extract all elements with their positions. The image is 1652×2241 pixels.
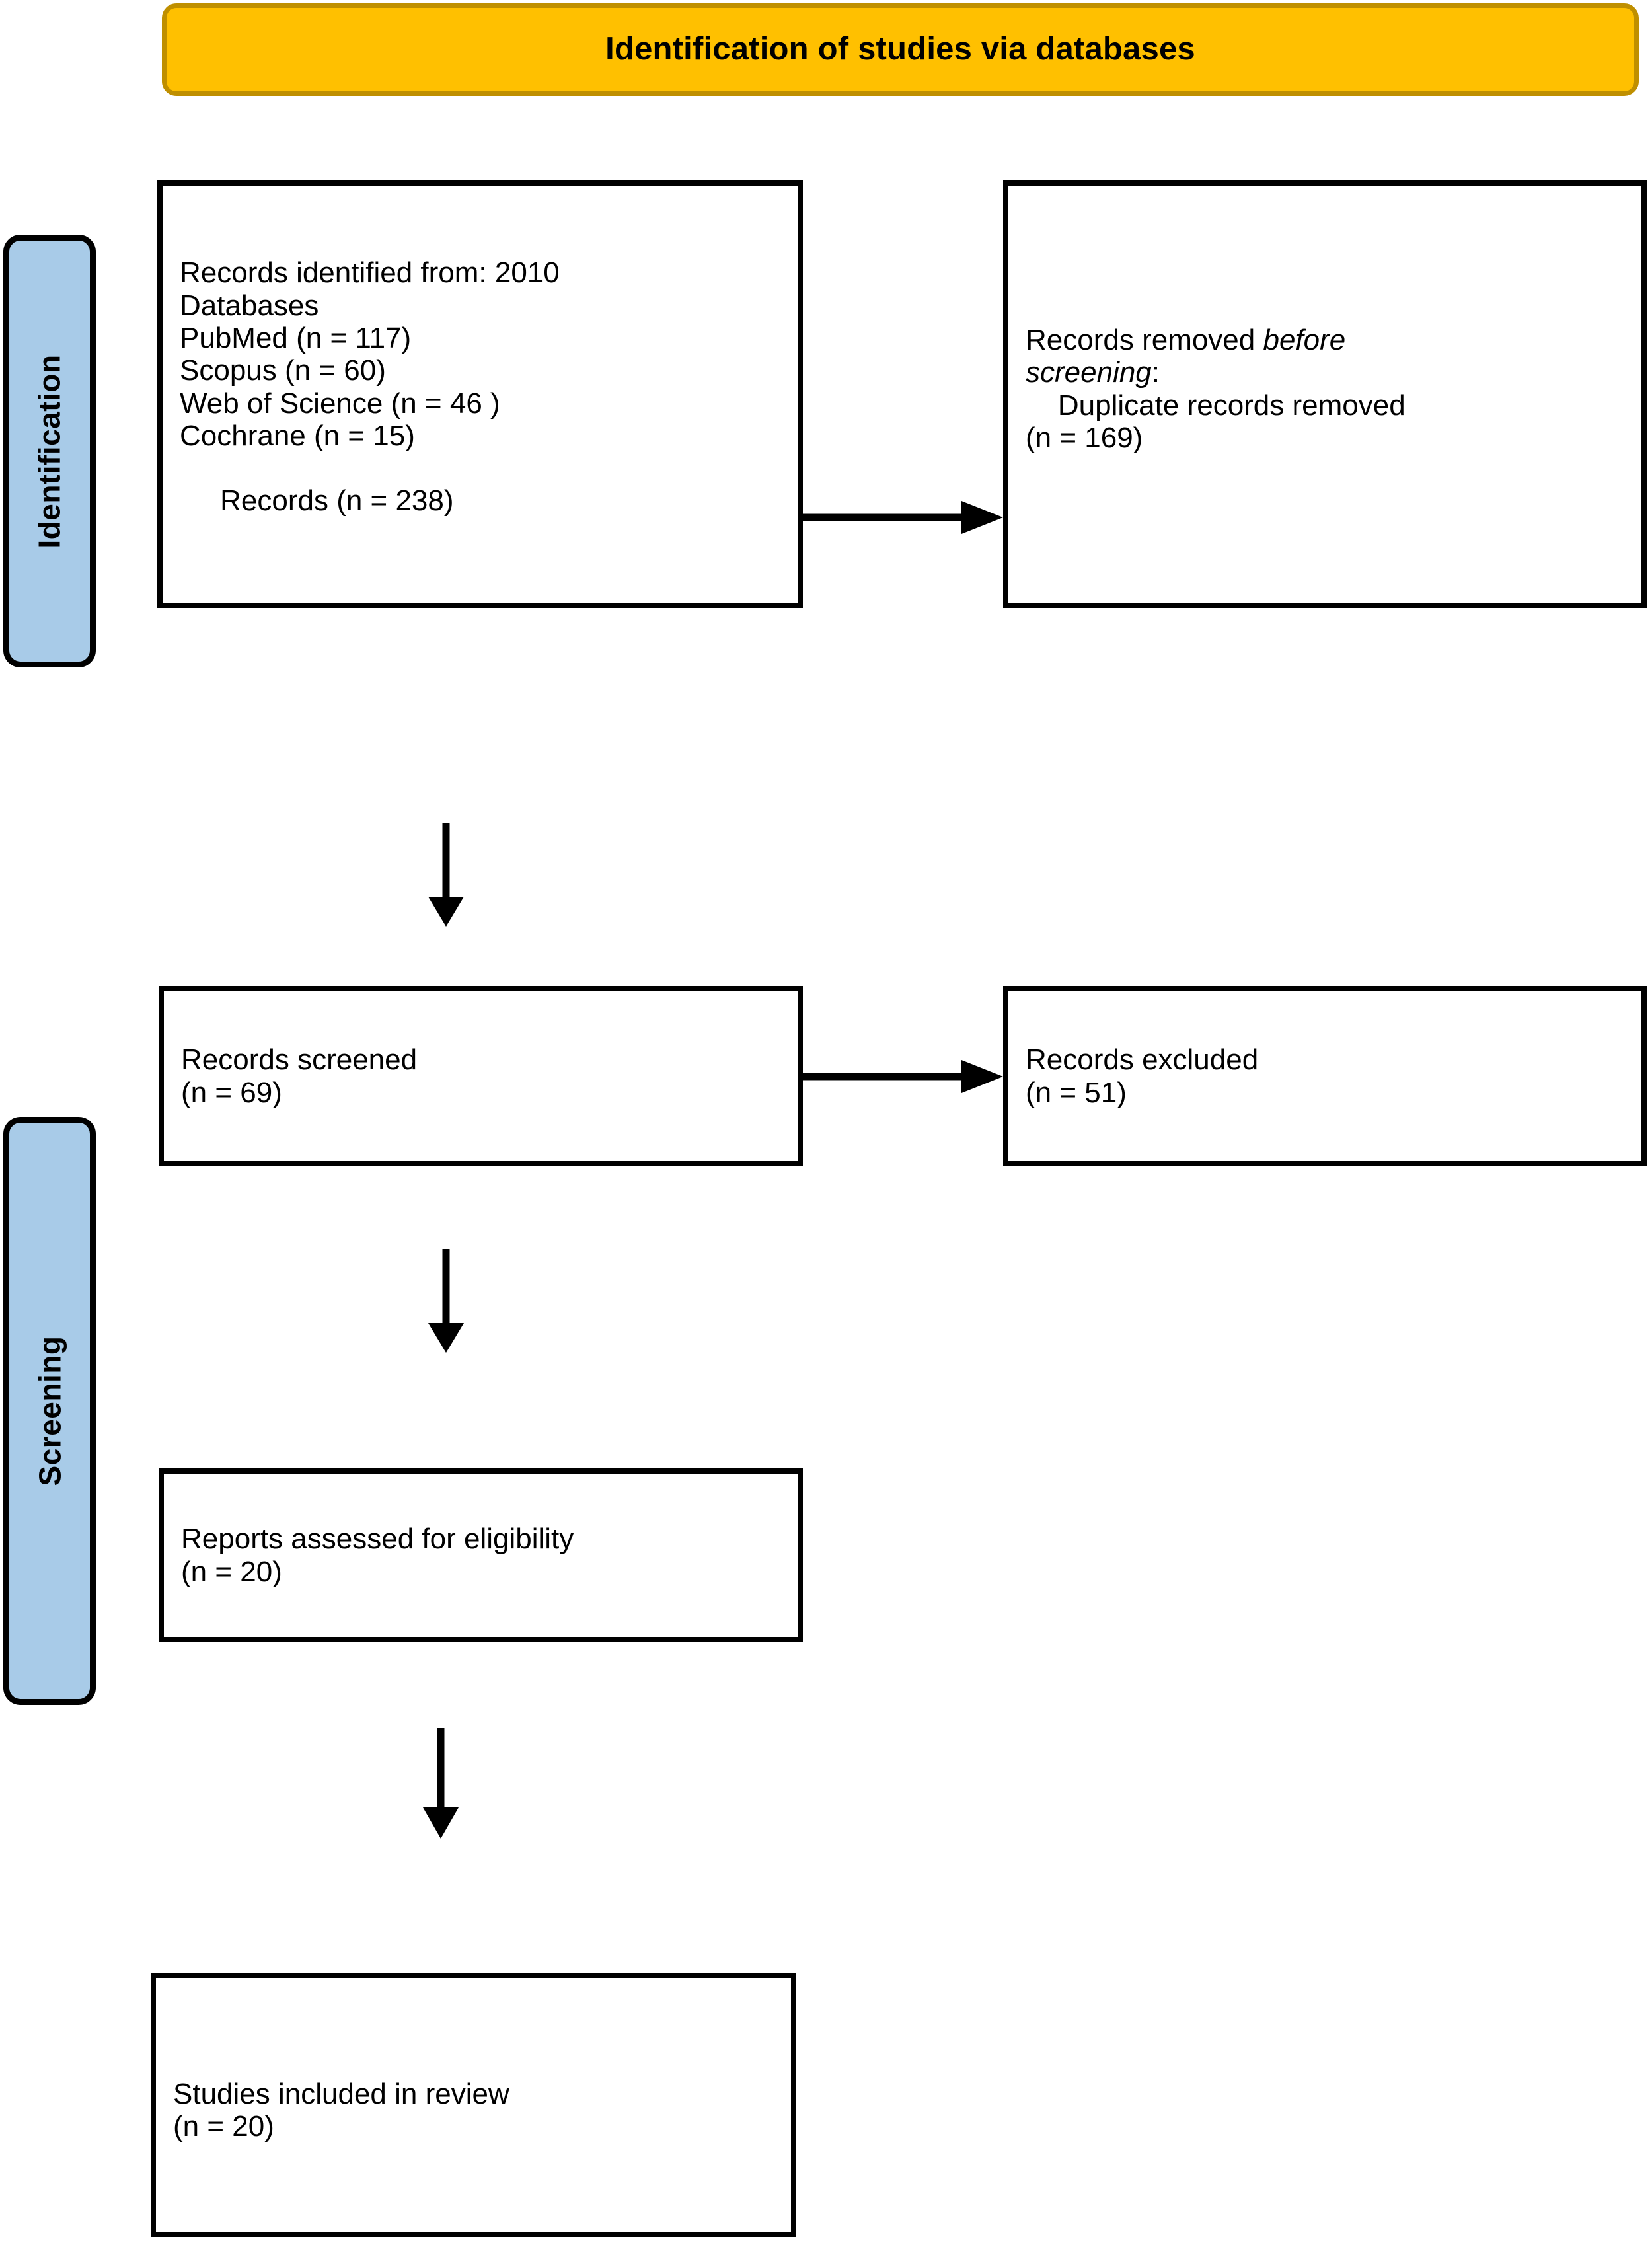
studies-included-label: Studies included in review — [173, 2077, 509, 2110]
box-studies-included: Studies included in review (n = 20) — [151, 1973, 796, 2237]
records-identified-line-5: Web of Science (n = 46 ) — [180, 387, 500, 420]
records-excluded-label: Records excluded — [1026, 1044, 1259, 1077]
arrow-screened-to-eligibility — [428, 1249, 464, 1353]
arrow-identified-to-screened — [428, 823, 464, 927]
box-reports-assessed-text: Reports assessed for eligibility (n = 20… — [164, 1523, 798, 1588]
banner-title: Identification of studies via databases — [605, 31, 1195, 67]
studies-included-count: (n = 20) — [173, 2110, 274, 2143]
records-screened-count: (n = 69) — [181, 1076, 282, 1109]
stage-label-identification: Identification — [32, 354, 67, 549]
records-excluded-count: (n = 51) — [1026, 1076, 1127, 1109]
records-identified-line-2: Databases — [180, 289, 319, 322]
box-records-removed: Records removed before screening: Duplic… — [1003, 180, 1647, 608]
records-identified-line-3: PubMed (n = 117) — [180, 321, 412, 354]
stage-label-screening: Screening — [32, 1336, 67, 1486]
stage-bar-identification: Identification — [3, 235, 96, 667]
box-records-excluded-text: Records excluded (n = 51) — [1008, 1044, 1641, 1109]
box-records-removed-text: Records removed before screening: Duplic… — [1008, 324, 1641, 454]
box-reports-assessed-eligibility: Reports assessed for eligibility (n = 20… — [159, 1468, 803, 1642]
records-removed-prefix: Records removed — [1026, 323, 1263, 356]
records-identified-total: Records (n = 238) — [180, 484, 454, 517]
records-removed-duplicate-label: Duplicate records removed — [1026, 389, 1406, 422]
identification-banner: Identification of studies via databases — [162, 3, 1639, 96]
box-records-screened-text: Records screened (n = 69) — [164, 1044, 798, 1109]
arrow-screened-to-excluded — [803, 1060, 1003, 1093]
arrow-eligibility-to-included — [423, 1728, 459, 1839]
arrow-identified-to-removed — [803, 501, 1003, 534]
reports-assessed-label: Reports assessed for eligibility — [181, 1523, 574, 1556]
records-identified-line-4: Scopus (n = 60) — [180, 354, 386, 387]
box-records-excluded: Records excluded (n = 51) — [1003, 986, 1647, 1166]
records-identified-line-1: Records identified from: 2010 — [180, 256, 560, 289]
box-records-identified-text: Records identified from: 2010 Databases … — [163, 256, 798, 517]
box-studies-included-text: Studies included in review (n = 20) — [156, 2078, 791, 2143]
reports-assessed-count: (n = 20) — [181, 1555, 282, 1588]
box-records-identified: Records identified from: 2010 Databases … — [157, 180, 803, 608]
records-identified-line-6: Cochrane (n = 15) — [180, 419, 415, 452]
box-records-screened: Records screened (n = 69) — [159, 986, 803, 1166]
records-removed-count: (n = 169) — [1026, 421, 1143, 454]
records-screened-label: Records screened — [181, 1044, 418, 1077]
stage-bar-screening: Screening — [3, 1117, 96, 1705]
records-removed-colon: : — [1151, 356, 1160, 389]
records-removed-italic-screening: screening — [1026, 356, 1152, 389]
records-removed-italic-before: before — [1263, 323, 1346, 356]
